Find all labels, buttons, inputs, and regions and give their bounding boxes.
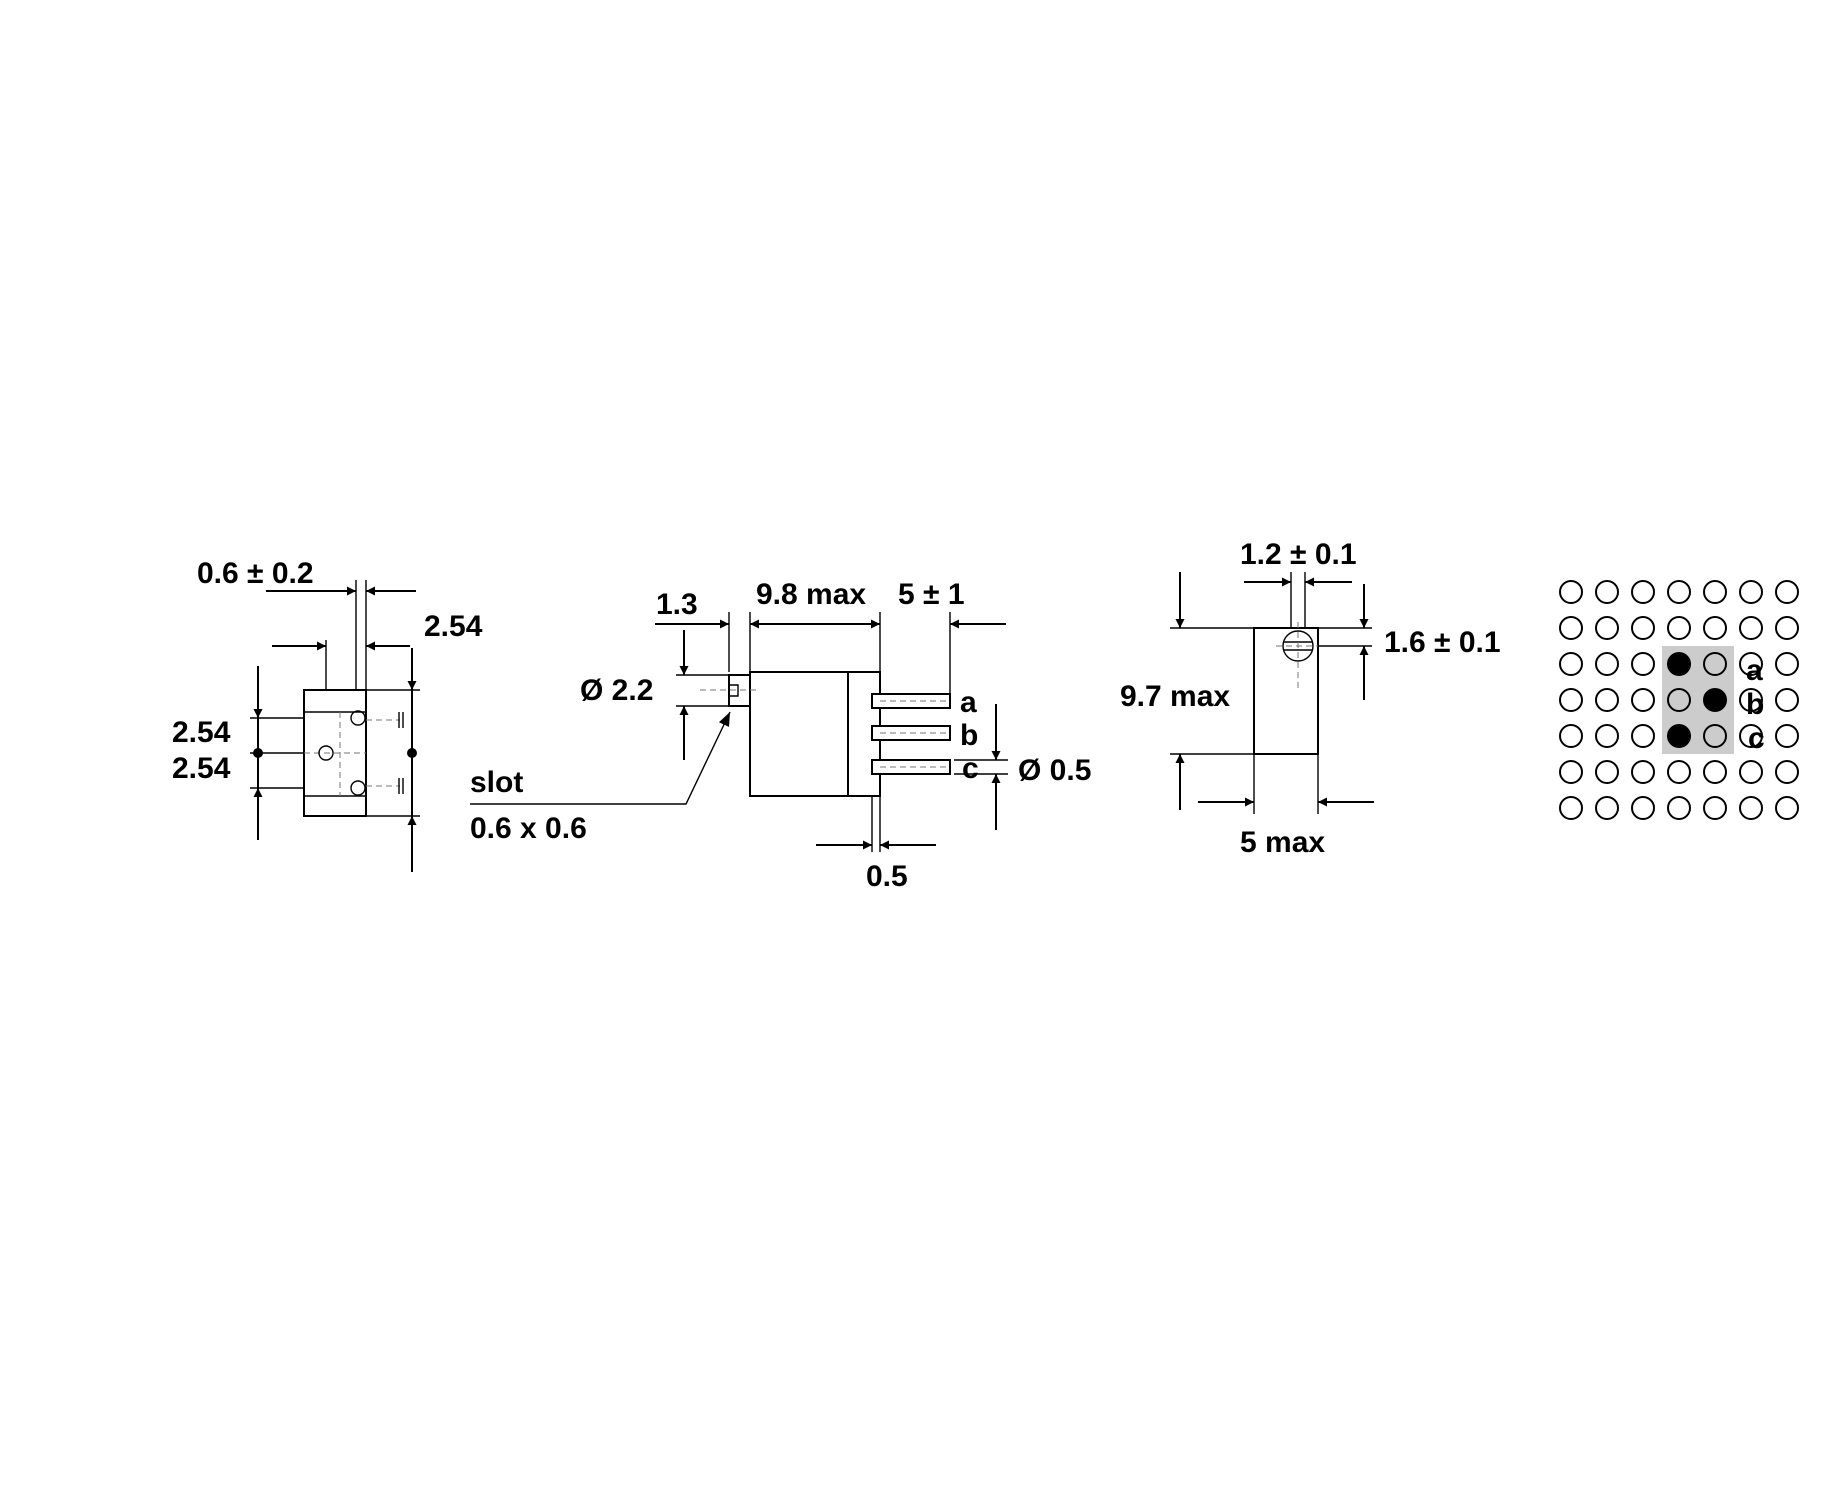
- grid-hole-empty: [1595, 580, 1619, 604]
- grid-hole-empty: [1775, 616, 1799, 640]
- grid-hole-empty: [1667, 760, 1691, 784]
- grid-hole-footprint: [1703, 724, 1727, 748]
- pin-pitch-x-label: 2.54: [424, 610, 483, 643]
- grid-hole-empty: [1559, 724, 1583, 748]
- grid-c-label: c: [1748, 722, 1765, 755]
- grid-hole-empty: [1775, 724, 1799, 748]
- grid-hole-empty: [1631, 616, 1655, 640]
- pin-c-label: c: [962, 752, 979, 785]
- pin-a-label: a: [960, 686, 977, 719]
- grid-hole-empty: [1739, 796, 1763, 820]
- grid-hole-empty: [1595, 652, 1619, 676]
- pin-hole-top: [350, 710, 366, 726]
- grid-hole-empty: [1595, 796, 1619, 820]
- pin-pitch-y1-label: 2.54: [172, 716, 231, 749]
- grid-hole-empty: [1559, 616, 1583, 640]
- adjust-screw: [1282, 630, 1314, 662]
- grid-hole-pin: [1703, 688, 1727, 712]
- grid-hole-empty: [1559, 652, 1583, 676]
- grid-hole-empty: [1775, 652, 1799, 676]
- grid-hole-pin: [1667, 652, 1691, 676]
- grid-hole-empty: [1595, 724, 1619, 748]
- grid-hole-empty: [1559, 688, 1583, 712]
- screw-height-label: 1.6 ± 0.1: [1384, 626, 1501, 659]
- grid-hole-empty: [1559, 796, 1583, 820]
- grid-holes: [1559, 580, 1799, 820]
- grid-hole-footprint: [1703, 652, 1727, 676]
- shaft-diameter-label: Ø 2.2: [580, 674, 653, 707]
- front-view: 1.2 ± 0.1 1.6 ± 0.1 9.7 max 5 max: [1120, 538, 1501, 859]
- screw-width-label: 1.2 ± 0.1: [1240, 538, 1357, 571]
- pin-diameter-label: Ø 0.5: [1018, 754, 1091, 787]
- grid-hole-pin: [1667, 724, 1691, 748]
- pin-pitch-y2-label: 2.54: [172, 752, 231, 785]
- grid-hole-empty: [1739, 616, 1763, 640]
- pin-width-label: 0.6 ± 0.2: [197, 557, 314, 590]
- pin-b-label: b: [960, 719, 978, 752]
- grid-hole-empty: [1739, 688, 1763, 712]
- grid-hole-empty: [1667, 580, 1691, 604]
- grid-hole-empty: [1559, 760, 1583, 784]
- grid-hole-empty: [1775, 688, 1799, 712]
- flange-label: 0.5: [866, 860, 908, 893]
- side-body: [749, 671, 849, 797]
- grid-hole-empty: [1775, 796, 1799, 820]
- grid-hole-empty: [1739, 652, 1763, 676]
- grid-hole-empty: [1595, 760, 1619, 784]
- grid-hole-empty: [1775, 760, 1799, 784]
- grid-hole-empty: [1559, 580, 1583, 604]
- grid-hole-empty: [1595, 688, 1619, 712]
- grid-b-label: b: [1746, 688, 1764, 721]
- grid-hole-empty: [1631, 724, 1655, 748]
- grid-hole-empty: [1703, 616, 1727, 640]
- grid-hole-empty: [1595, 616, 1619, 640]
- grid-hole-empty: [1667, 796, 1691, 820]
- side-view: a b c 1.3 9.8 max 5 ± 1 Ø 2.2 slot 0.6 x…: [470, 578, 1091, 893]
- grid-hole-empty: [1631, 652, 1655, 676]
- front-body: [1253, 627, 1319, 755]
- pin-length-label: 5 ± 1: [898, 578, 965, 611]
- body-length-label: 9.8 max: [756, 578, 866, 611]
- pin-hole-mid: [318, 745, 334, 761]
- slot-size-label: 0.6 x 0.6: [470, 812, 587, 845]
- bottom-view: 0.6 ± 0.2 2.54 2.54 2.54: [172, 557, 483, 872]
- grid-hole-empty: [1703, 796, 1727, 820]
- pin-hole-bot: [350, 780, 366, 796]
- grid-hole-empty: [1739, 580, 1763, 604]
- grid-hole-empty: [1631, 688, 1655, 712]
- grid-hole-footprint: [1667, 688, 1691, 712]
- grid-hole-empty: [1667, 616, 1691, 640]
- grid-hole-empty: [1775, 580, 1799, 604]
- width-label: 5 max: [1240, 826, 1325, 859]
- shaft-length-label: 1.3: [656, 588, 698, 621]
- grid-hole-empty: [1739, 724, 1763, 748]
- pcb-grid-view: a b c: [1559, 580, 1799, 820]
- grid-hole-empty: [1703, 580, 1727, 604]
- grid-hole-empty: [1631, 796, 1655, 820]
- height-label: 9.7 max: [1120, 680, 1230, 713]
- grid-hole-empty: [1739, 760, 1763, 784]
- slot-title-label: slot: [470, 766, 523, 799]
- grid-a-label: a: [1746, 654, 1763, 687]
- grid-hole-empty: [1631, 580, 1655, 604]
- grid-hole-empty: [1631, 760, 1655, 784]
- grid-hole-empty: [1703, 760, 1727, 784]
